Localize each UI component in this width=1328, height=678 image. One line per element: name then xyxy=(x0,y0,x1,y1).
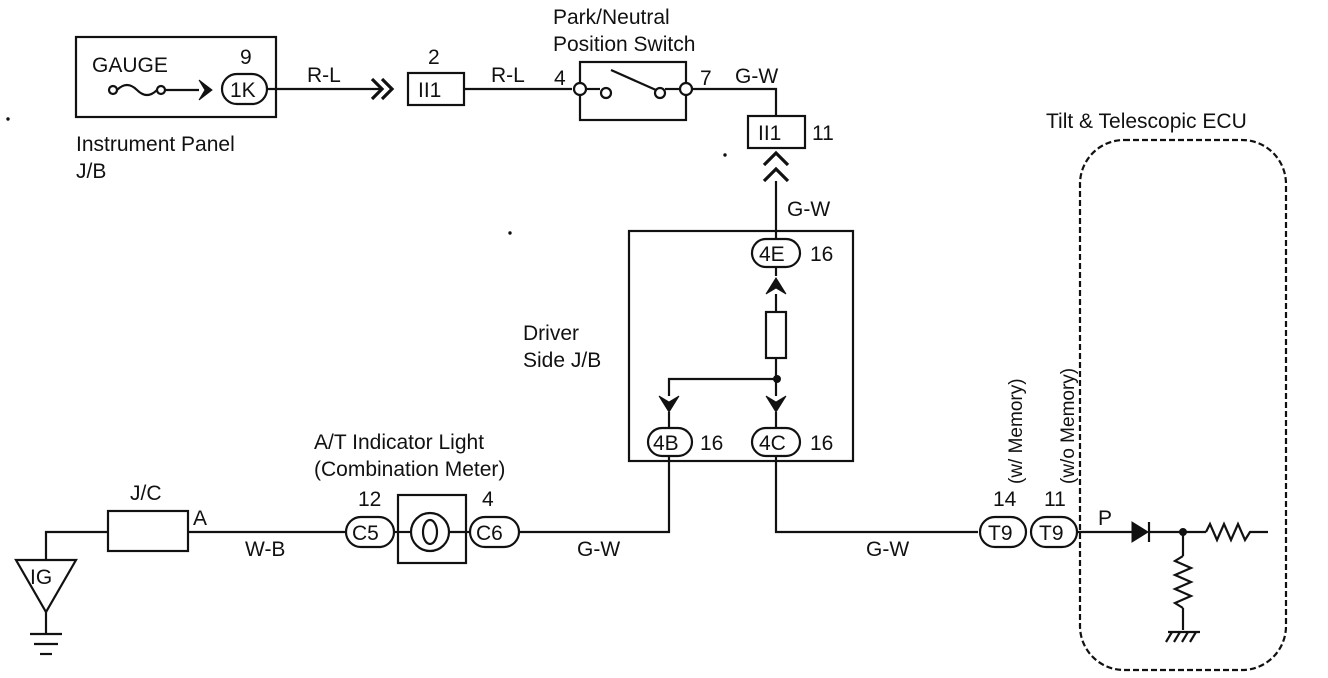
pin-7-switch: 7 xyxy=(700,67,712,90)
resistor-icon xyxy=(1172,555,1194,609)
ecu-label: Tilt & Telescopic ECU xyxy=(1046,110,1247,133)
at-indicator-light: A/T Indicator Light (Combination Meter) … xyxy=(314,431,521,565)
connector-c5: C5 xyxy=(352,522,379,545)
resistor-icon xyxy=(1205,521,1268,543)
connector-arrow-down-icon xyxy=(658,395,680,413)
ig-ground: IG xyxy=(14,530,108,656)
diode-icon xyxy=(1131,521,1151,543)
pin-16-4e: 16 xyxy=(810,243,833,266)
connector-t9-1: T9 xyxy=(988,522,1013,545)
lamp-icon xyxy=(409,511,451,553)
at-indicator-label-2: (Combination Meter) xyxy=(314,458,505,481)
connector-arrow-up-icon xyxy=(765,277,787,295)
junction-connector: J/C A xyxy=(106,482,207,553)
connector-ii1-a: II1 2 xyxy=(406,46,466,107)
pin-4-switch: 4 xyxy=(554,67,566,90)
driver-jb-label-2: Side J/B xyxy=(523,349,601,372)
ground-icon xyxy=(1165,630,1200,643)
note-w-memory: (w/ Memory) xyxy=(1006,378,1027,484)
at-indicator-label-1: A/T Indicator Light xyxy=(314,431,484,454)
connector-c6: C6 xyxy=(476,522,503,545)
fuse-icon xyxy=(107,83,199,97)
tilt-telescopic-ecu: Tilt & Telescopic ECU P xyxy=(1046,110,1288,672)
wire-label-w-b: W-B xyxy=(245,538,285,561)
wire-label-g-w-4b: G-W xyxy=(577,538,620,561)
connector-arrow-icon xyxy=(198,79,213,101)
pin-9: 9 xyxy=(240,46,252,69)
instrument-panel-jb: GAUGE 1K 9 Instrument Panel J/B xyxy=(74,35,278,183)
connector-t9-2: T9 xyxy=(1039,522,1064,545)
pin-2: 2 xyxy=(428,46,440,69)
ig-label: IG xyxy=(30,566,52,589)
connector-t9-memory: 14 T9 (w/ Memory) xyxy=(978,378,1028,549)
pin-11-ii1: 11 xyxy=(812,122,834,145)
park-neutral-switch: 4 7 Park/Neutral Position Switch xyxy=(553,6,712,122)
wire-label-g-w-4c: G-W xyxy=(866,538,909,561)
switch-label-1: Park/Neutral xyxy=(553,6,670,29)
connector-chevron-icon xyxy=(370,77,395,101)
driver-side-jb: 4E 16 4B 16 4C 16 Driver Side J/B xyxy=(523,229,855,463)
pin-14-t9: 14 xyxy=(993,488,1017,511)
connector-4e: 4E xyxy=(759,243,785,266)
wire-label-r-l-1: R-L xyxy=(307,64,341,87)
wire-label-r-l-2: R-L xyxy=(491,64,525,87)
connector-4c: 4C xyxy=(759,432,786,455)
connector-ii1-b: II1 11 xyxy=(746,114,834,150)
driver-jb-label-1: Driver xyxy=(523,322,579,345)
wire-label-g-w-ii1: G-W xyxy=(787,198,830,221)
connector-1k: 1K xyxy=(230,79,256,102)
connector-ii1-label: II1 xyxy=(418,79,441,102)
pin-16-4c: 16 xyxy=(810,432,833,455)
pin-16-4b: 16 xyxy=(700,432,723,455)
instrument-panel-jb-label: J/B xyxy=(76,160,106,183)
connector-4b: 4B xyxy=(653,432,679,455)
fuse-icon xyxy=(764,310,788,360)
instrument-panel-label: Instrument Panel xyxy=(76,133,235,156)
ground-icon xyxy=(30,632,62,656)
jc-label: J/C xyxy=(130,482,162,505)
gauge-label: GAUGE xyxy=(92,54,168,77)
pin-11-t9: 11 xyxy=(1044,488,1066,511)
pin-a: A xyxy=(193,507,207,530)
connector-t9-no-memory: 11 T9 (w/o Memory) xyxy=(1029,368,1079,549)
connector-ii1-b-label: II1 xyxy=(758,122,781,145)
note-wo-memory: (w/o Memory) xyxy=(1058,368,1079,484)
connector-chevron-up-icon xyxy=(762,150,790,183)
connector-arrow-down-icon xyxy=(765,395,787,413)
pin-12: 12 xyxy=(358,488,381,511)
switch-label-2: Position Switch xyxy=(553,33,695,56)
wire-label-g-w-switch: G-W xyxy=(735,65,778,88)
pin-4-c6: 4 xyxy=(482,488,494,511)
pin-p: P xyxy=(1098,507,1112,530)
